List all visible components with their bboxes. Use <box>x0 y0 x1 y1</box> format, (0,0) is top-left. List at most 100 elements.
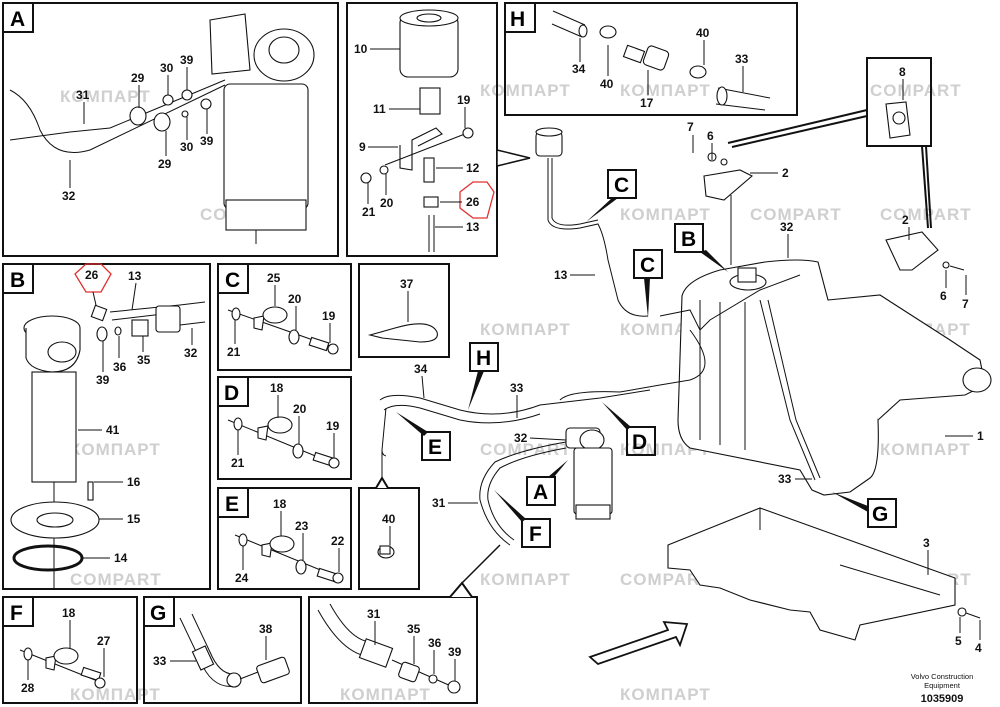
part-label: 13 <box>466 220 480 234</box>
reference-box-e: E <box>396 412 451 461</box>
part-label: 19 <box>322 309 336 323</box>
part-label: 6 <box>940 289 947 303</box>
brand-line-1: Volvo Construction <box>911 672 974 681</box>
inset-frame <box>866 57 932 147</box>
part-label: 38 <box>259 622 273 636</box>
inset-letter: C <box>225 269 240 292</box>
part-label: 32 <box>780 220 794 234</box>
part-label: 33 <box>153 654 167 668</box>
part-label: 28 <box>21 681 35 695</box>
highlight-hexagon <box>459 181 495 219</box>
inset-c: C 25 20 19 21 <box>217 263 352 371</box>
inset-sensor-assembly: 10 11 19 9 12 21 20 26 13 <box>346 2 498 257</box>
watermark: КОМПАРТ <box>480 81 571 100</box>
part-label: 31 <box>432 496 446 510</box>
inset-e: E 18 23 22 24 <box>217 487 352 590</box>
watermark: КОМПАРТ <box>620 205 711 224</box>
part-label: 31 <box>367 607 381 621</box>
reference-box-g: G <box>832 492 897 528</box>
part-label: 39 <box>96 373 110 387</box>
inset-frame <box>217 263 352 371</box>
watermark: COMPART <box>750 205 842 224</box>
inset-letter: H <box>510 8 525 31</box>
part-label: 32 <box>514 431 528 445</box>
reference-box-a: A <box>526 460 568 506</box>
inset-letter: E <box>225 493 239 516</box>
inset-b: B 26 13 39 36 35 32 41 16 15 <box>2 263 211 590</box>
svg-text:C: C <box>640 254 655 277</box>
inset-a: A 29 30 39 31 29 30 39 32 <box>2 2 339 257</box>
inset-frame <box>217 376 352 480</box>
inset-letter-box <box>217 263 249 294</box>
part-label: 39 <box>448 645 462 659</box>
watermark: КОМПАРТ <box>480 570 571 589</box>
watermark: КОМПАРТ <box>480 320 571 339</box>
watermark: COMPART <box>620 570 712 589</box>
part-label: 21 <box>231 456 245 470</box>
direction-arrow-icon <box>588 620 689 666</box>
watermark: COMPART <box>70 570 162 589</box>
svg-text:G: G <box>872 503 888 526</box>
watermark: КОМПАРТ <box>70 685 161 704</box>
inset-letter: B <box>10 269 25 292</box>
part-label: 35 <box>137 353 151 367</box>
inset-letter: D <box>224 382 239 405</box>
part-label: 40 <box>600 77 614 91</box>
inset-letter-box <box>143 596 175 627</box>
part-label: 29 <box>131 71 145 85</box>
inset-frame <box>308 596 478 704</box>
reference-box-f: F <box>494 490 551 548</box>
part-label: 34 <box>414 362 428 376</box>
watermark: COMPART <box>880 205 972 224</box>
part-label: 6 <box>707 129 714 143</box>
inset-g: G 38 33 <box>143 596 302 704</box>
part-label: 23 <box>295 519 309 533</box>
inset-frame <box>2 263 211 590</box>
part-label: 32 <box>62 189 76 203</box>
part-label: 5 <box>955 634 962 648</box>
part-label: 24 <box>235 571 249 585</box>
part-label: 8 <box>899 65 906 79</box>
inset-letter: G <box>150 602 166 625</box>
inset-frame <box>2 2 339 257</box>
part-label: 36 <box>428 636 442 650</box>
part-label: 16 <box>127 475 141 489</box>
fuel-filter <box>209 13 315 244</box>
inset-letter-box <box>2 2 34 33</box>
svg-text:D: D <box>632 431 647 454</box>
inset-letter-box <box>217 487 249 518</box>
watermark: КОМПАРТ <box>620 81 711 100</box>
inset-hose-clamp: 40 <box>358 450 420 590</box>
part-label: 30 <box>180 140 194 154</box>
part-label: 20 <box>380 196 394 210</box>
inset-frame <box>358 263 450 358</box>
inset-letter-box <box>2 596 34 627</box>
part-label: 13 <box>128 269 142 283</box>
part-label: 15 <box>127 512 141 526</box>
inset-fitting-detail: 31 35 36 39 <box>308 581 478 704</box>
inset-letter-box <box>2 263 34 294</box>
brand-line-2: Equipment <box>924 681 961 690</box>
part-label: 21 <box>227 345 241 359</box>
part-label: 29 <box>158 157 172 171</box>
inset-cable-tie: 37 <box>358 263 450 358</box>
watermark: COMPART <box>870 81 962 100</box>
part-label: 2 <box>902 213 909 227</box>
svg-text:H: H <box>476 347 491 370</box>
callout-pointer <box>496 149 531 167</box>
part-label: 19 <box>326 419 340 433</box>
inset-frame <box>358 487 420 590</box>
svg-text:E: E <box>428 436 442 459</box>
part-label: 10 <box>354 42 368 56</box>
watermark: КОМПАРТ <box>60 87 151 106</box>
svg-text:C: C <box>614 174 629 197</box>
inset-clip: 8 <box>727 57 932 229</box>
svg-text:F: F <box>529 523 542 546</box>
part-label: 39 <box>200 134 214 148</box>
inset-letter-box <box>217 376 249 407</box>
part-label: 2 <box>782 166 789 180</box>
reference-box-c-upper: C <box>586 169 637 222</box>
inset-f: F 18 27 28 <box>2 596 138 704</box>
watermark: КОМПАРТ <box>70 440 161 459</box>
